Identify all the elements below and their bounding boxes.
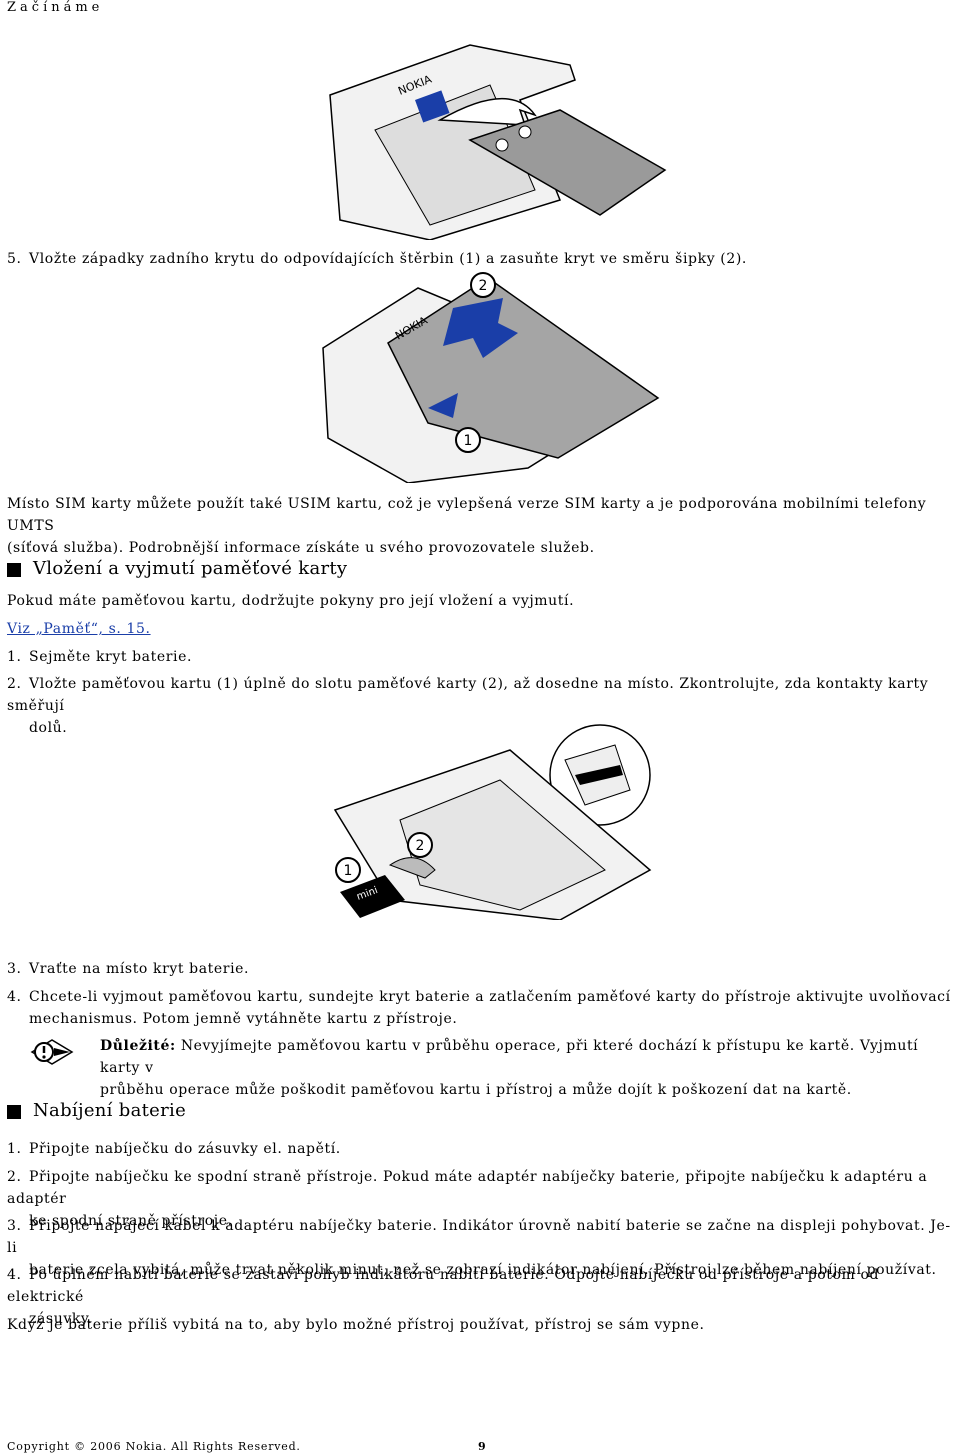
- charging-closing: Když je baterie příliš vybitá na to, aby…: [7, 1317, 705, 1333]
- battery-illustration: NOKIA: [320, 40, 670, 240]
- memory-intro: Pokud máte paměťovou kartu, dodržujte po…: [7, 593, 575, 609]
- section-bullet: [7, 1105, 21, 1119]
- memory-step-2: 2.Vložte paměťovou kartu (1) úplně do sl…: [7, 676, 929, 736]
- callout-2: 2: [416, 838, 425, 854]
- memory-link[interactable]: Viz „Paměť“, s. 15.: [7, 621, 151, 637]
- charging-step-2: 2.Připojte nabíječku ke spodní straně př…: [7, 1169, 928, 1229]
- memory-card-illustration: 2 1 mini: [330, 720, 660, 920]
- memory-step-1: 1.Sejměte kryt baterie.: [7, 649, 193, 665]
- section-bullet: [7, 563, 21, 577]
- callout-2: 2: [479, 278, 488, 294]
- charging-step-3: 3.Připojte napájecí kabel k adaptéru nab…: [7, 1218, 951, 1278]
- back-cover-illustration: NOKIA 2 1: [318, 268, 668, 483]
- usim-note: Místo SIM karty můžete použít také USIM …: [7, 496, 927, 556]
- charging-step-4: 4.Po úplném nabití baterie se zastaví po…: [7, 1267, 880, 1327]
- step-5: 5.Vložte západky zadního krytu do odpoví…: [7, 251, 747, 267]
- copyright: Copyright © 2006 Nokia. All Rights Reser…: [7, 1440, 301, 1453]
- charging-step-1: 1.Připojte nabíječku do zásuvky el. napě…: [7, 1141, 341, 1157]
- section-header: Začínáme: [7, 0, 104, 15]
- page-number: 9: [478, 1440, 487, 1453]
- memory-section-title: Vložení a vyjmutí paměťové karty: [33, 558, 348, 579]
- important-note: Důležité: Nevyjímejte paměťovou kartu v …: [100, 1038, 919, 1098]
- charging-section-title: Nabíjení baterie: [33, 1100, 187, 1121]
- memory-step-3: 3.Vraťte na místo kryt baterie.: [7, 961, 250, 977]
- important-icon: [30, 1038, 74, 1070]
- memory-step-4: 4.Chcete-li vyjmout paměťovou kartu, sun…: [7, 989, 951, 1027]
- callout-1: 1: [344, 863, 353, 879]
- callout-1: 1: [464, 433, 473, 449]
